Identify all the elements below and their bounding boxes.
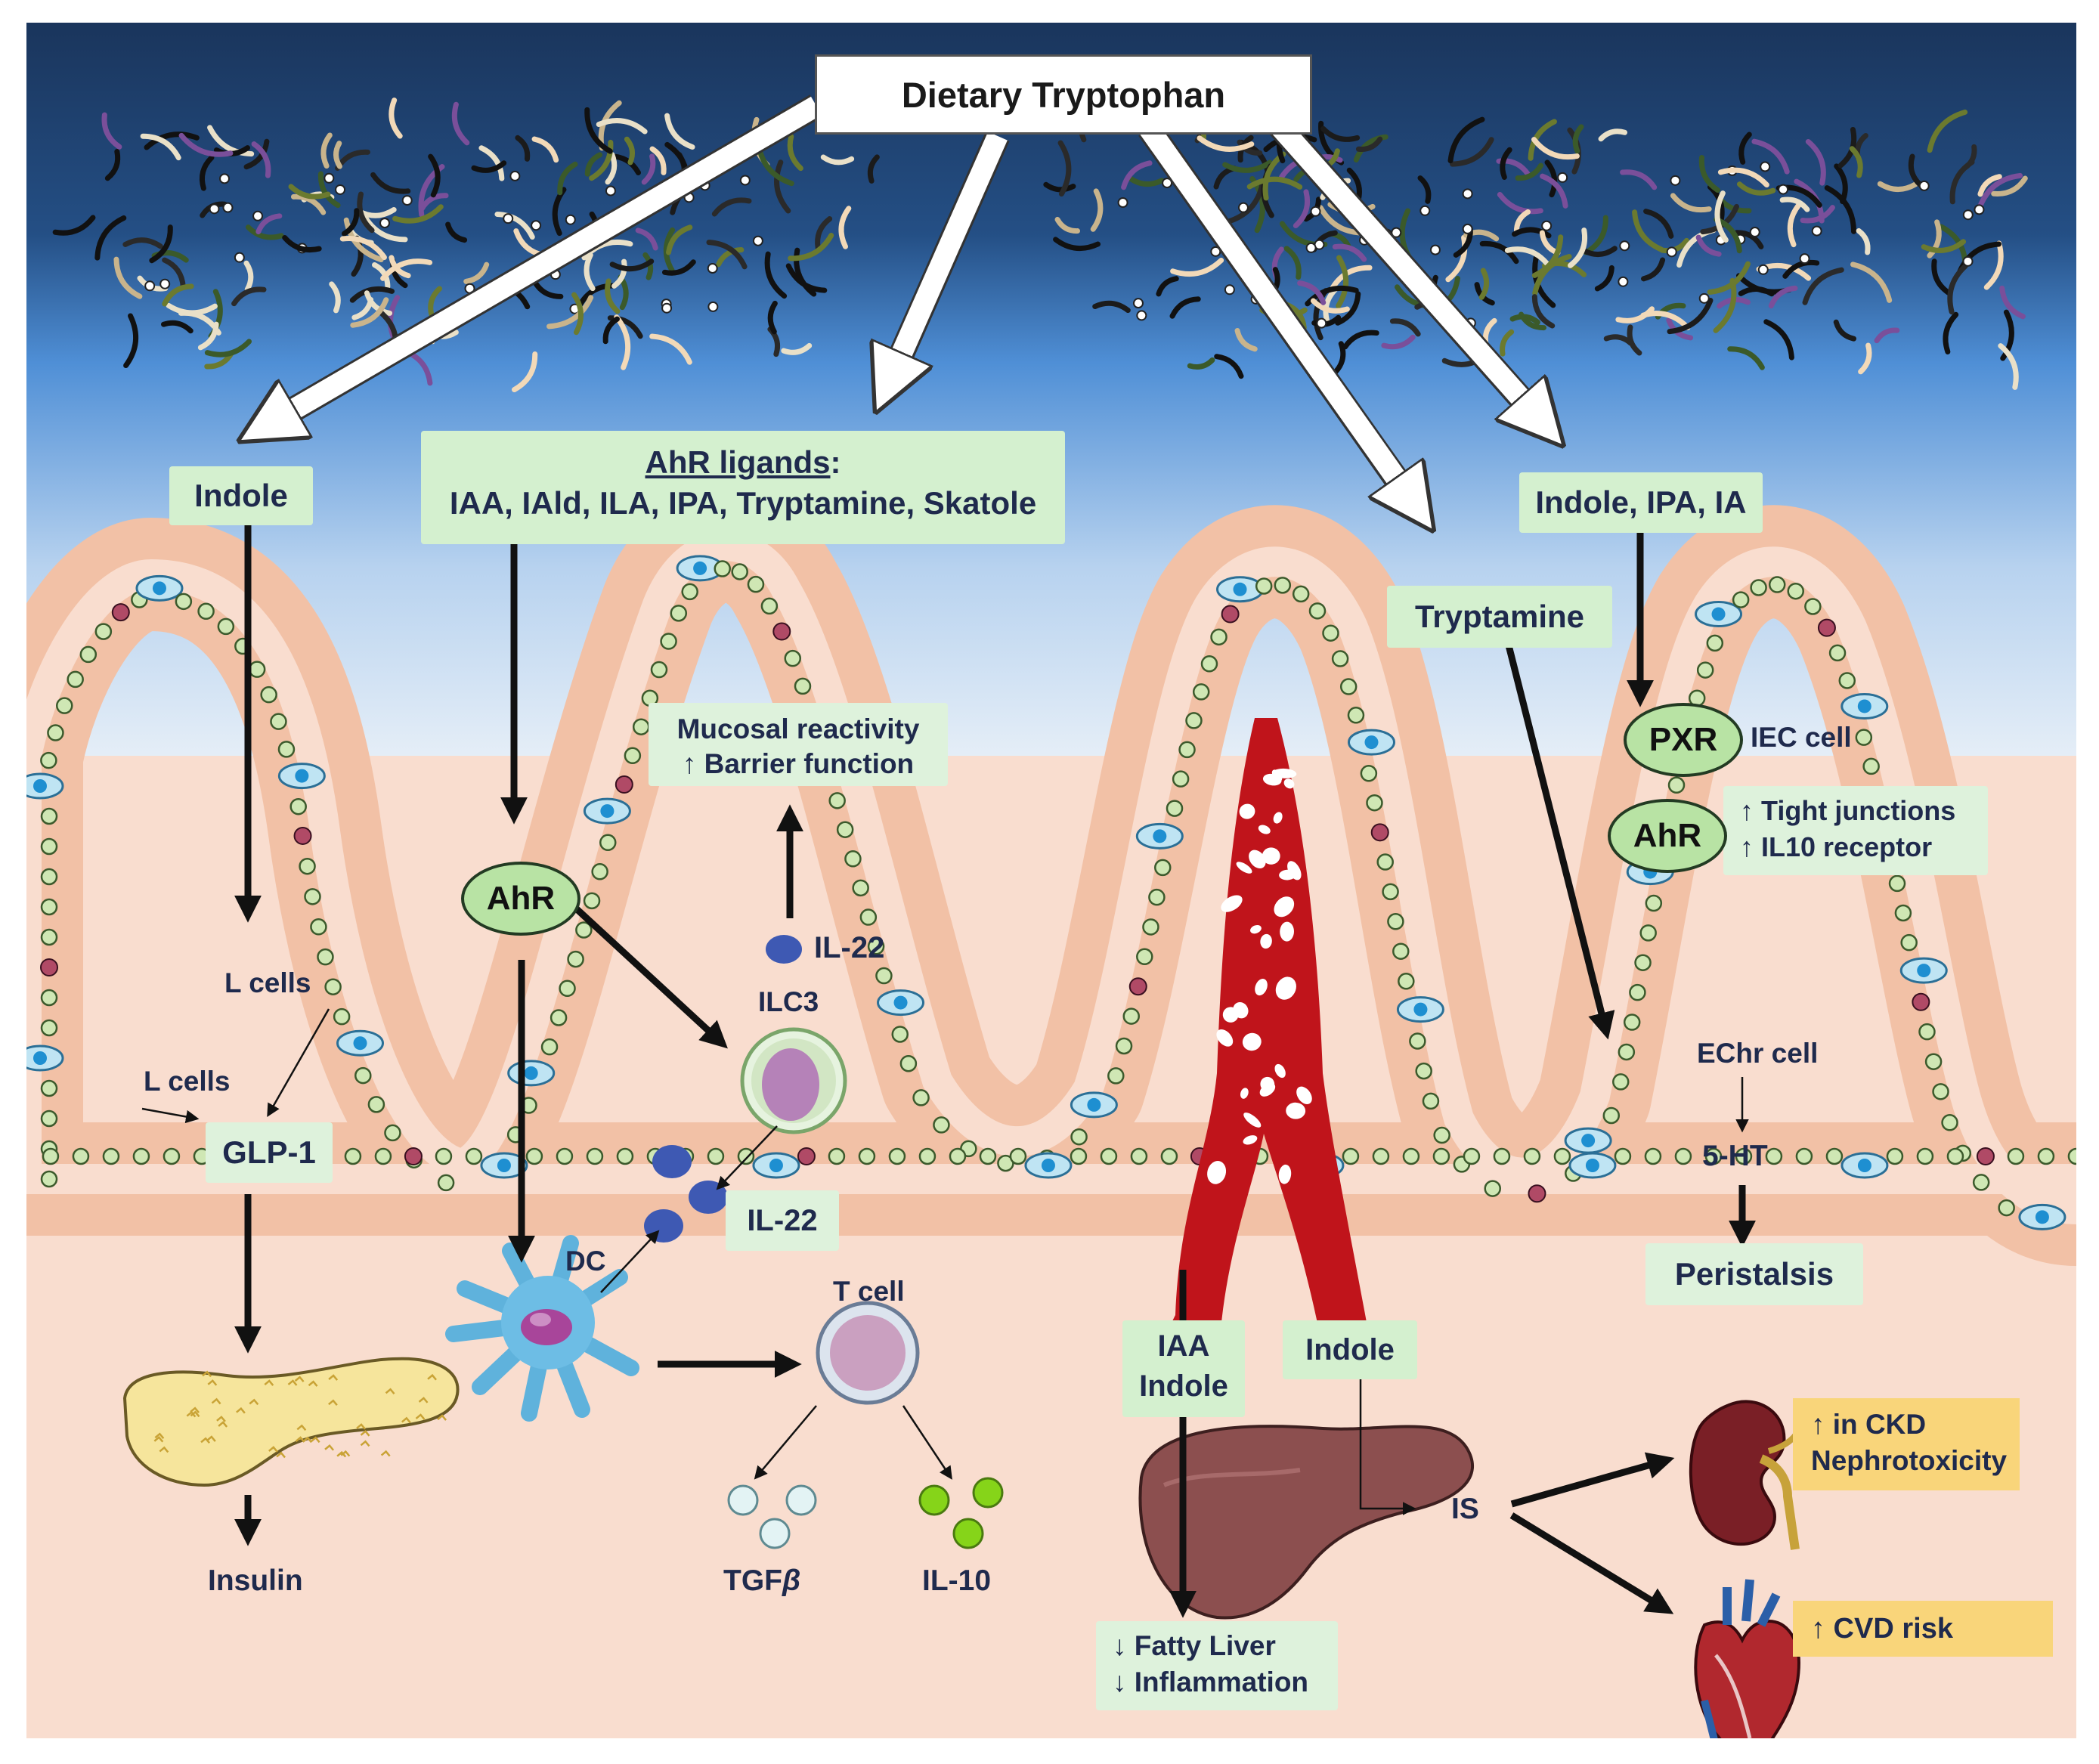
heart-icon xyxy=(1694,1579,1801,1738)
ahr-right-text: AhR xyxy=(1633,817,1702,854)
label-glp1: GLP-1 xyxy=(206,1122,333,1183)
label-cvd-risk: ↑ CVD risk xyxy=(1793,1601,2053,1657)
label-l-cells-lower: L cells xyxy=(144,1066,231,1097)
il10-molecules xyxy=(918,1477,1004,1549)
label-indole-left: Indole xyxy=(169,466,313,525)
microbiota-bacteria xyxy=(52,97,2028,393)
ckd-line2: Nephrotoxicity xyxy=(1811,1445,2008,1476)
label-iec-cell: IEC cell xyxy=(1751,722,1852,753)
fatty-line2: ↓ Inflammation xyxy=(1113,1667,1309,1697)
mucosal-line2: ↑ Barrier function xyxy=(682,748,915,779)
ilc3-cell-icon xyxy=(740,1027,847,1134)
label-tryptamine: Tryptamine xyxy=(1387,586,1612,648)
label-tight-junctions: ↑ Tight junctions ↑ IL10 receptor xyxy=(1723,786,1988,875)
label-il10: IL-10 xyxy=(922,1564,992,1597)
ahr-ligands-list: IAA, IAld, ILA, IPA, Tryptamine, Skatole xyxy=(449,485,1037,521)
dendritic-cell-icon xyxy=(445,1235,639,1422)
tgfb-text: TGF xyxy=(723,1564,782,1597)
pxr-text: PXR xyxy=(1649,721,1718,758)
fatty-line1: ↓ Fatty Liver xyxy=(1113,1630,1276,1661)
tight-line1: ↑ Tight junctions xyxy=(1740,795,1956,826)
oval-ahr-left: AhR xyxy=(461,862,580,936)
label-echr-cell: EChr cell xyxy=(1697,1038,1819,1069)
blood-vessel xyxy=(1168,718,1368,1330)
mucosal-line1: Mucosal reactivity xyxy=(676,713,920,744)
oval-ahr-right: AhR xyxy=(1608,799,1727,873)
label-il22-mid: IL-22 xyxy=(726,1190,839,1251)
label-5ht: 5-HT xyxy=(1702,1140,1768,1172)
t-cell-icon xyxy=(816,1301,920,1405)
title-box: Dietary Tryptophan xyxy=(815,54,1312,135)
label-indole-vessel: Indole xyxy=(1283,1320,1417,1379)
oval-pxr: PXR xyxy=(1624,703,1743,777)
tight-line2: ↑ IL10 receptor xyxy=(1740,831,1933,862)
label-ckd-nephrotoxicity: ↑ in CKD Nephrotoxicity xyxy=(1793,1398,2020,1490)
tryptophan-arrows xyxy=(257,89,1549,514)
label-t-cell: T cell xyxy=(833,1276,905,1307)
pancreas-icon xyxy=(122,1357,460,1487)
label-mucosal-reactivity: Mucosal reactivity ↑ Barrier function xyxy=(649,703,948,786)
ckd-line1: ↑ in CKD xyxy=(1811,1409,1927,1440)
ahr-ligands-heading: AhR ligands xyxy=(645,444,831,480)
iaa-line: IAA xyxy=(1157,1329,1210,1363)
label-dc: DC xyxy=(565,1246,606,1277)
ahr-ligands-colon: : xyxy=(830,444,841,480)
label-fatty-liver: ↓ Fatty Liver ↓ Inflammation xyxy=(1096,1621,1338,1710)
thin-arrows xyxy=(141,1008,1749,1515)
tgfb-molecules xyxy=(727,1484,817,1549)
indole-line: Indole xyxy=(1139,1369,1228,1403)
label-tgfb: TGFβ xyxy=(723,1564,800,1598)
label-l-cells-upper: L cells xyxy=(224,967,311,998)
label-insulin: Insulin xyxy=(208,1564,303,1597)
title-text: Dietary Tryptophan xyxy=(901,74,1226,115)
label-is: IS xyxy=(1451,1493,1479,1525)
label-indole-ipa-ia: Indole, IPA, IA xyxy=(1519,472,1763,533)
tgfb-beta: β xyxy=(782,1564,801,1597)
label-ilc3: ILC3 xyxy=(758,986,819,1017)
label-peristalsis: Peristalsis xyxy=(1645,1243,1863,1305)
ahr-left-text: AhR xyxy=(486,880,556,917)
label-ahr-ligands: AhR ligands: IAA, IAld, ILA, IPA, Trypta… xyxy=(421,431,1065,544)
label-iaa-indole: IAA Indole xyxy=(1122,1320,1245,1417)
label-il22-top: IL-22 xyxy=(814,931,885,964)
liver-icon xyxy=(1138,1425,1475,1620)
kidney-icon xyxy=(1689,1400,1806,1550)
